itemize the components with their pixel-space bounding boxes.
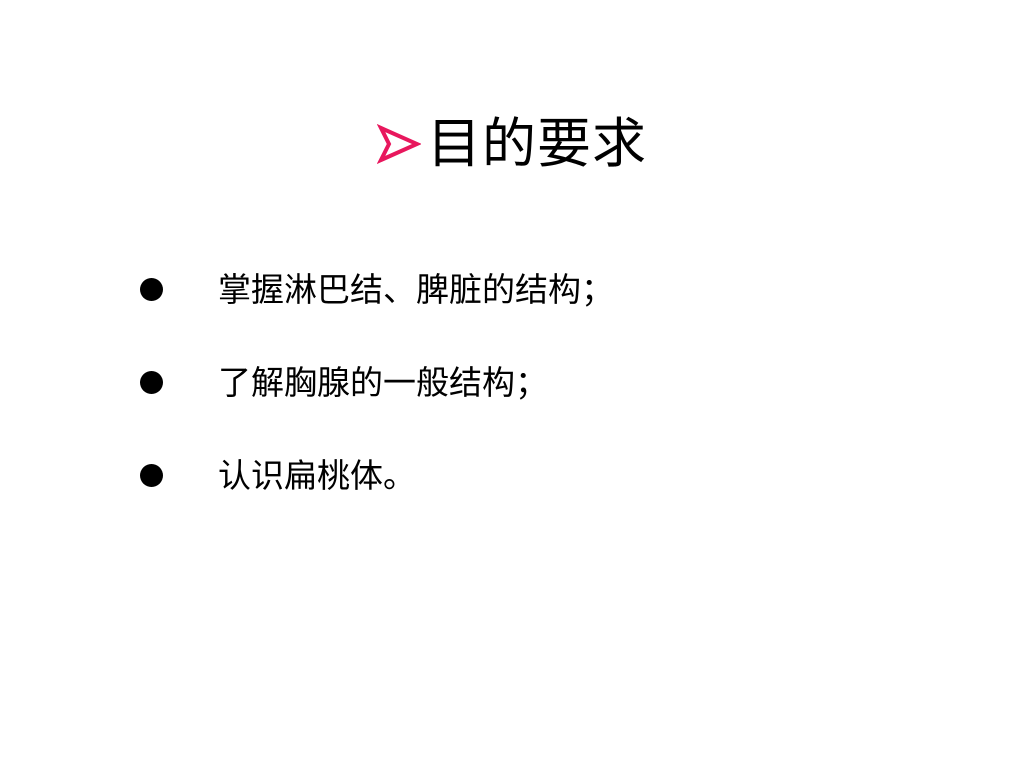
bullet-item: 认识扁桃体。	[0, 446, 1024, 506]
bullet-dot-icon	[140, 464, 163, 487]
title-group: 目的要求	[377, 108, 647, 180]
bullet-text: 掌握淋巴结、脾脏的结构；	[218, 270, 614, 309]
bullet-text: 了解胸腺的一般结构；	[218, 363, 548, 402]
bullet-text: 认识扁桃体。	[218, 456, 416, 495]
arrow-right-bullet-icon	[377, 124, 421, 164]
bullet-item: 掌握淋巴结、脾脏的结构；	[0, 260, 1024, 320]
page-title: 目的要求	[427, 112, 647, 175]
title-row: 目的要求	[0, 108, 1024, 180]
bullet-list: 掌握淋巴结、脾脏的结构； 了解胸腺的一般结构； 认识扁桃体。	[0, 260, 1024, 539]
bullet-dot-icon	[140, 371, 163, 394]
bullet-item: 了解胸腺的一般结构；	[0, 353, 1024, 413]
bullet-dot-icon	[140, 278, 163, 301]
